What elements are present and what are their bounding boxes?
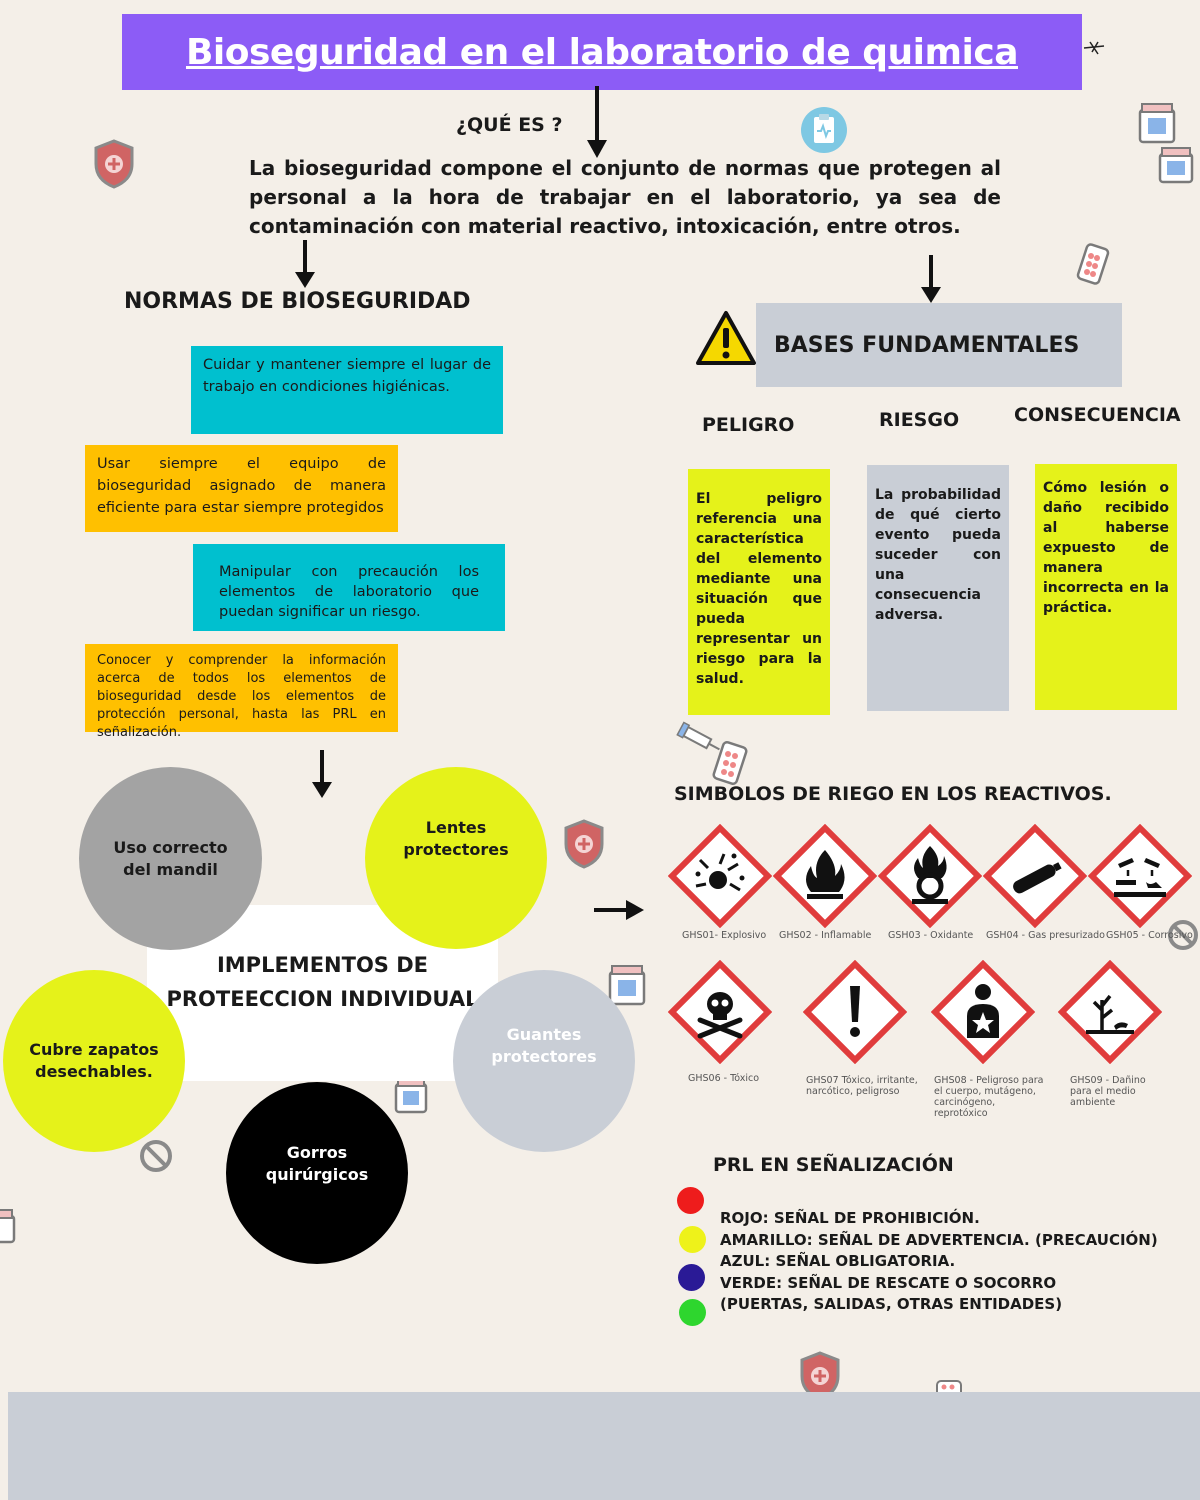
clipboard-icon xyxy=(801,107,847,153)
medicine-jar-icon xyxy=(1158,147,1194,184)
implemento-label: Gorros quirúrgicos xyxy=(265,1143,369,1184)
implemento-mandil: Uso correcto del mandil xyxy=(79,767,262,950)
pill-pack-icon xyxy=(1076,243,1110,285)
medicine-jar-icon xyxy=(0,1209,16,1244)
shield-icon xyxy=(800,1351,840,1401)
yellow-dot xyxy=(679,1226,706,1253)
prl-line-yellow: AMARILLO: SEÑAL DE ADVERTENCIA. (PRECAUC… xyxy=(720,1230,1158,1249)
arrow-down-icon xyxy=(295,240,315,288)
prohibition-icon xyxy=(140,1140,172,1172)
pill-pack-icon xyxy=(936,1380,962,1394)
definition-text: La bioseguridad compone el conjunto de n… xyxy=(249,156,1001,238)
norma-card: Conocer y comprender la información acer… xyxy=(85,644,398,740)
skull-icon xyxy=(668,960,772,1064)
green-dot xyxy=(679,1299,706,1326)
riesgo-heading: RIESGO xyxy=(879,409,960,431)
implemento-label: Uso correcto del mandil xyxy=(113,837,228,879)
prl-line-green: VERDE: SEÑAL DE RESCATE O SOCORRO xyxy=(720,1273,1057,1292)
norma-card: Usar siempre el equipo de bioseguridad a… xyxy=(85,445,398,532)
arrow-down-icon xyxy=(312,750,332,798)
shield-icon xyxy=(94,139,134,189)
medicine-jar-icon xyxy=(394,1077,428,1114)
prohibition-icon xyxy=(1168,920,1198,950)
corrosion-icon xyxy=(1088,824,1192,928)
footer-band xyxy=(8,1392,1200,1500)
prl-line-blue: AZUL: SEÑAL OBLIGATORIA. xyxy=(720,1252,956,1270)
norma-card: Cuidar y mantener siempre el lugar de tr… xyxy=(191,346,503,434)
pill-pack-icon xyxy=(712,741,748,785)
prl-line-green-detail: (PUERTAS, SALIDAS, OTRAS ENTIDADES) xyxy=(720,1295,1063,1313)
red-dot xyxy=(677,1187,704,1214)
flame-over-circle-icon xyxy=(878,824,982,928)
prl-heading: PRL EN SEÑALIZACIÓN xyxy=(713,1154,954,1176)
medicine-jar-icon xyxy=(1138,103,1176,144)
implemento-label: Cubre zapatos desechables. xyxy=(29,1040,159,1081)
bases-banner: BASES FUNDAMENTALES xyxy=(756,303,1122,387)
implementos-heading: IMPLEMENTOS DE PROTEECCION INDIVIDUAL xyxy=(166,953,479,1011)
implemento-cubre-zapatos: Cubre zapatos desechables. xyxy=(3,970,185,1152)
warning-icon xyxy=(696,311,756,365)
norma-card: Manipular con precaución los elementos d… xyxy=(193,544,505,631)
scribble-icon xyxy=(1083,41,1105,55)
riesgo-card: La probabilidad de qué cierto evento pue… xyxy=(867,465,1009,711)
que-es-label: ¿QUÉ ES ? xyxy=(456,114,563,136)
ghs-caption: GHS01- Explosivo xyxy=(682,930,767,941)
ghs-caption: GHS02 - Inflamable xyxy=(779,930,872,941)
implemento-gorros: Gorros quirúrgicos xyxy=(226,1082,408,1264)
health-hazard-icon xyxy=(931,960,1035,1064)
syringe-icon xyxy=(676,721,720,751)
bases-heading: BASES FUNDAMENTALES xyxy=(774,332,1080,358)
normas-heading: NORMAS DE BIOSEGURIDAD xyxy=(124,289,471,314)
ghs-caption: GSH04 - Gas presurizado xyxy=(986,930,1105,941)
arrow-down-icon xyxy=(587,86,607,158)
peligro-heading: PELIGRO xyxy=(702,414,795,436)
consecuencia-card: Cómo lesión o daño recibido al haberse e… xyxy=(1035,464,1177,710)
medicine-jar-icon xyxy=(608,965,646,1006)
implemento-label: Lentes protectores xyxy=(403,818,509,859)
shield-icon xyxy=(564,819,604,869)
peligro-card: El peligro referencia una característica… xyxy=(688,469,830,715)
prl-line-red: ROJO: SEÑAL DE PROHIBICIÓN. xyxy=(720,1209,980,1227)
prl-list: ROJO: SEÑAL DE PROHIBICIÓN. AMARILLO: SE… xyxy=(720,1208,1158,1316)
flame-icon xyxy=(773,824,877,928)
implemento-lentes: Lentes protectores xyxy=(365,767,547,949)
implemento-guantes: Guantes protectores xyxy=(453,970,635,1152)
consecuencia-heading: CONSECUENCIA xyxy=(1014,404,1181,426)
arrow-down-icon xyxy=(921,255,941,303)
ghs-caption: GHS07 Tóxico, irritante, narcótico, peli… xyxy=(806,1075,918,1097)
arrow-right-icon xyxy=(594,900,644,920)
ghs-caption: GSH03 - Oxidante xyxy=(888,930,974,941)
page-title: Bioseguridad en el laboratorio de quimic… xyxy=(185,31,1019,73)
title-banner: Bioseguridad en el laboratorio de quimic… xyxy=(122,14,1082,90)
explosive-icon xyxy=(668,824,772,928)
environment-icon xyxy=(1058,960,1162,1064)
ghs-caption: GHS09 - Dañino para el medio ambiente xyxy=(1070,1075,1146,1108)
ghs-caption: GHS06 - Tóxico xyxy=(688,1073,760,1084)
implemento-label: Guantes protectores xyxy=(491,1025,597,1066)
ghs-panel: GHS01- Explosivo GHS02 - Inflamable GSH0… xyxy=(668,824,1200,1124)
ghs-caption: GSH05 - Corrosivo xyxy=(1106,930,1193,941)
exclamation-icon xyxy=(803,960,907,1064)
gas-cylinder-icon xyxy=(983,824,1087,928)
blue-dot xyxy=(678,1264,705,1291)
ghs-caption: GHS08 - Peligroso para el cuerpo, mutáge… xyxy=(934,1075,1044,1119)
simbolos-heading: SIMBOLOS DE RIEGO EN LOS REACTIVOS. xyxy=(674,783,1112,805)
